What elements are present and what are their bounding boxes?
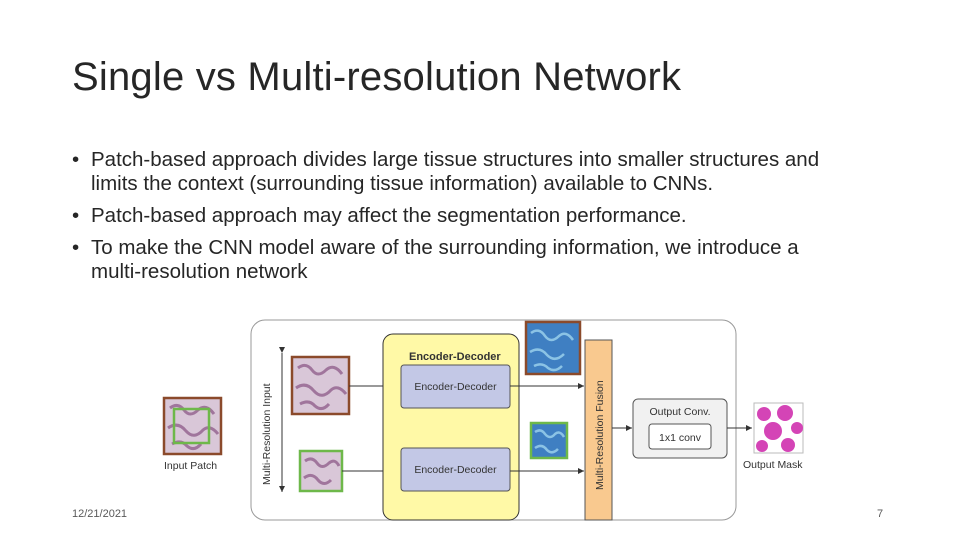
footer-date: 12/21/2021: [72, 508, 128, 520]
bullet-text: To make the CNN model aware of the surro…: [91, 236, 799, 283]
bullet-symbol: •: [72, 204, 80, 227]
low-res-input-image: [290, 355, 351, 416]
bullet-symbol: •: [72, 236, 80, 259]
conv-box: [648, 423, 712, 450]
encoder-decoder-top-label: Encoder-Decoder: [414, 381, 497, 393]
multi-resolution-fusion-label: Multi-Resolution Fusion: [594, 380, 606, 490]
page-number: 7: [877, 508, 884, 520]
conv-label: 1x1 conv: [659, 432, 702, 444]
bullet-item: • Patch-based approach may affect the seg…: [72, 204, 832, 228]
output-conv-label: Output Conv.: [649, 406, 710, 418]
bullet-symbol: •: [72, 148, 80, 171]
bullet-list: • Patch-based approach divides large tiss…: [72, 148, 832, 292]
input-patch-image: [162, 396, 223, 456]
bullet-text: Patch-based approach may affect the segm…: [91, 204, 687, 227]
multi-resolution-input-label: Multi-Resolution Input: [261, 383, 273, 485]
encoder-decoder-bottom-box: [400, 447, 511, 492]
input-patch-label: Input Patch: [164, 460, 217, 472]
output-mask-label: Output Mask: [743, 459, 803, 471]
encoder-decoder-group-label: Encoder-Decoder: [409, 351, 501, 363]
slide-title: Single vs Multi-resolution Network: [72, 55, 682, 99]
high-res-input-image: [298, 449, 344, 493]
bullet-item: • To make the CNN model aware of the surr…: [72, 236, 832, 284]
bullet-item: • Patch-based approach divides large tiss…: [72, 148, 832, 196]
encoder-decoder-bottom-label: Encoder-Decoder: [414, 464, 497, 476]
feature-map-high-res: [529, 421, 569, 460]
bullet-text: Patch-based approach divides large tissu…: [91, 148, 820, 195]
feature-map-low-res: [524, 320, 582, 376]
high-res-frame: [172, 407, 211, 445]
multi-resolution-fusion-bar: [584, 339, 613, 521]
output-mask-image: [753, 402, 804, 454]
